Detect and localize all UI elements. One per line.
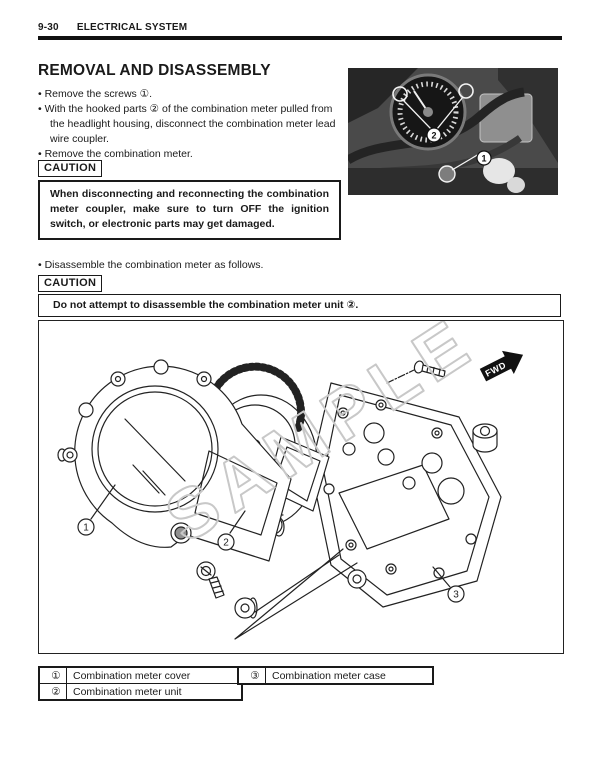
page-number: 9-30 [38,22,59,33]
photo-leader-line [436,96,464,130]
parts-table: ① Combination meter cover ② Combination … [38,666,562,702]
meter-cover-drawing [57,359,292,562]
caution-badge: CAUTION [38,275,103,292]
callout-2-label: 2 [223,538,229,549]
parts-table-right: ③ Combination meter case [237,666,434,685]
photo-callout-2-label: 2 [431,131,436,141]
disassemble-step: Disassemble the combination meter as fol… [38,258,450,273]
photo-callout-1-badge [476,150,492,166]
part-label-cell: Combination meter cover [66,666,243,684]
meter-case-drawing [234,382,502,640]
part-number-cell: ③ [237,666,266,685]
step-item: With the hooked parts ② of the combinati… [38,102,342,147]
table-row: ① Combination meter cover [38,666,243,684]
photo-leader-line [451,153,480,171]
callout-3-leader [432,566,451,588]
photo-cable [348,87,525,164]
callout-3-badge [447,585,465,603]
callout-2-badge [217,533,235,551]
parts-table-left: ① Combination meter cover ② Combination … [38,666,243,701]
chapter-title: ELECTRICAL SYSTEM [76,22,188,33]
caution-text-box: When disconnecting and reconnecting the … [38,180,341,240]
callout-1-badge [77,518,95,536]
callout-1-leader [90,484,116,520]
callout-2-leader [229,510,246,534]
photo-white-part-2 [507,177,525,193]
photo-fairing-shadow [348,68,418,123]
photo-callout-1-label: 1 [481,154,486,164]
caution-text-box-2: Do not attempt to disassemble the combin… [38,294,561,317]
photo-screw-circle-right [458,83,474,99]
photo-screw-circle-left [392,86,408,102]
case-screw-drawing [386,360,446,384]
case-grommet-drawing [472,423,498,453]
callout-3-label: 3 [453,590,459,601]
header-rule [38,36,562,40]
mount-screw-drawing [196,554,340,619]
photo-tachometer-ticks [397,81,459,143]
photo-needle-hub [423,107,433,117]
table-row: ② Combination meter unit [38,683,243,701]
removal-steps-list: Remove the screws ①. With the hooked par… [38,87,342,162]
photo-screw-bottom [438,165,456,183]
step-item: Remove the screws ①. [38,87,342,102]
meter-photo: 2 1 [348,68,558,195]
part-label-cell: Combination meter unit [66,683,243,701]
photo-leader-line [402,99,432,130]
page-title: REMOVAL AND DISASSEMBLY [38,62,271,79]
part-label-cell: Combination meter case [265,666,434,685]
part-number-cell: ② [38,683,67,701]
caution-badge: CAUTION [38,160,103,177]
callout-1-label: 1 [83,523,89,534]
step-item: Remove the combination meter. [38,147,342,162]
running-header: 9-30 ELECTRICAL SYSTEM [38,22,562,33]
photo-callout-2-badge [426,127,442,143]
table-row: ③ Combination meter case [237,666,434,685]
exploded-diagram-frame: 1 2 3 FWD SAMPLE [38,320,564,654]
photo-white-part [483,158,515,184]
part-number-cell: ① [38,666,67,684]
exploded-diagram: 1 2 3 FWD SAMPLE [57,321,524,640]
